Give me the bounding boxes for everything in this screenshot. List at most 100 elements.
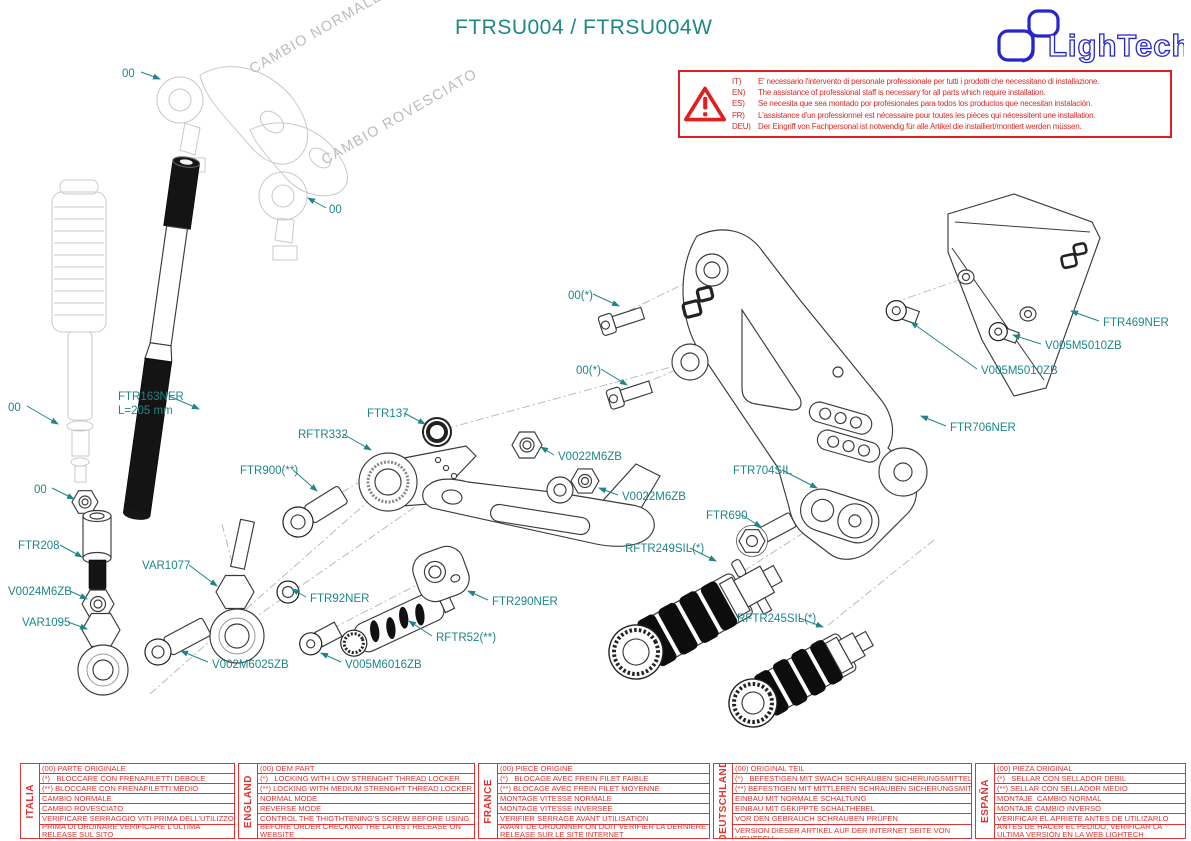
part-label: FTR137 bbox=[367, 408, 409, 420]
part-oem-bolt-2 bbox=[605, 380, 654, 410]
part-label: FTR704SIL bbox=[733, 465, 792, 477]
legend-row: (00) OEM PART bbox=[258, 764, 474, 775]
label-leader-line bbox=[320, 652, 342, 663]
label-leader-line bbox=[600, 368, 628, 386]
legend-row: VERIFIER SERRAGE AVANT UTILISATION bbox=[498, 814, 709, 825]
warning-triangle-icon bbox=[684, 86, 726, 122]
part-ftr706ner-bracket bbox=[671, 229, 928, 560]
label-leader-line bbox=[342, 433, 372, 451]
legend-table-france: FRANCE(00) PIECE ORIGINE(*) BLOCAGE AVEC… bbox=[478, 763, 710, 839]
part-label: FTR690 bbox=[706, 510, 748, 522]
lightech-logo: LighTech bbox=[997, 9, 1184, 64]
label-leader-line bbox=[598, 487, 619, 496]
label-leader-line bbox=[291, 588, 307, 598]
label-leader-line bbox=[408, 620, 433, 637]
country-label: FRANCE bbox=[479, 764, 498, 838]
part-v0024m6zb-nut bbox=[81, 589, 115, 619]
legend-row: (00) ORIGINAL TEIL bbox=[733, 764, 971, 775]
part-ftr469ner-heel-guard bbox=[947, 193, 1101, 397]
part-ftr137-washer bbox=[422, 417, 452, 447]
label-leader-line bbox=[689, 547, 717, 562]
label-leader-line bbox=[467, 590, 489, 601]
legend-row: VERIFICAR EL APRIETE ANTES DE UTILIZARLO bbox=[995, 814, 1185, 825]
installation-warning-box: IT)E' necessario l'intervento di persona… bbox=[678, 70, 1172, 138]
part-label: RFTR332 bbox=[298, 429, 348, 441]
label-leader-line bbox=[403, 412, 426, 425]
warning-line: EN)The assistance of professional staff … bbox=[732, 88, 1046, 98]
label-leader-line bbox=[67, 621, 88, 630]
part-ftr163ner-rod bbox=[122, 156, 201, 520]
warning-line: ES)Se necesita que sea montado por profe… bbox=[732, 99, 1093, 109]
legend-row: (*) BLOCCARE CON FRENAFILETTI DEBOLE bbox=[40, 774, 234, 785]
legend-table-england: ENGLAND(00) OEM PART(*) LOCKING WITH LOW… bbox=[238, 763, 475, 839]
legend-row: CAMBIO ROVESCIATO bbox=[40, 804, 234, 815]
lightech-logo-text: LighTech bbox=[1048, 28, 1184, 63]
ghost-oem-lever-reverse bbox=[249, 122, 348, 261]
part-oem-nut bbox=[71, 490, 99, 514]
country-label: ENGLAND bbox=[239, 764, 258, 838]
legend-row: EINBAU MIT NORMALE SCHALTUNG bbox=[733, 794, 971, 805]
part-label: L=205 mm bbox=[118, 405, 173, 417]
part-label: VAR1077 bbox=[142, 560, 190, 572]
part-var1095-rod-end bbox=[77, 612, 129, 696]
warning-line: FR)L'assistance d'un professionnel est n… bbox=[732, 110, 1096, 120]
lightech-logo-icon bbox=[997, 9, 1060, 63]
label-leader-line bbox=[168, 395, 200, 410]
label-leader-line bbox=[920, 415, 947, 427]
legend-row: (00) PARTE ORIGINALE bbox=[40, 764, 234, 775]
legend-row: MONTAGE VITESSE INVERSEE bbox=[498, 804, 709, 815]
part-oem-bolt-1 bbox=[597, 306, 646, 336]
part-label: FTR900(**) bbox=[240, 465, 298, 477]
part-v0022m6zb-nut-2 bbox=[570, 468, 600, 494]
part-label: V0024M6ZB bbox=[8, 586, 72, 598]
country-label: DEUTSCHLAND bbox=[714, 764, 733, 838]
part-v0022m6zb-nut-1 bbox=[511, 431, 543, 459]
part-ftr92ner-washer bbox=[276, 580, 300, 604]
part-rftr52-toe-peg bbox=[340, 587, 456, 657]
part-label: FTR208 bbox=[18, 540, 60, 552]
label-leader-line bbox=[307, 197, 327, 209]
legend-note: BEFORE ORDER CHECKING THE LATEST RELEASE… bbox=[260, 824, 461, 838]
legend-row: MONTAGE VITESSE NORMALE bbox=[498, 794, 709, 805]
part-v005m5010zb-bolt-1 bbox=[885, 300, 921, 325]
part-label: FTR92NER bbox=[310, 593, 369, 605]
part-ftr290ner-cover bbox=[412, 545, 470, 603]
part-rftr332-arm bbox=[358, 445, 477, 512]
legend-note: PRIMA DI ORDINARE VERIFICARE L'ULTIMA RE… bbox=[42, 824, 200, 838]
part-label: 00 bbox=[34, 484, 47, 496]
legend-row: REVERSE MODE bbox=[258, 804, 474, 815]
part-label: FTR469NER bbox=[1103, 317, 1169, 329]
warning-lines: IT)E' necessario l'intervento di persona… bbox=[732, 76, 1166, 132]
legend-row: (**) LOCKING WITH MEDIUM STRENGHT THREAD… bbox=[258, 784, 474, 795]
legend-note: AVANT DE ORDONNER ON DOIT VÉRIFIER LA DE… bbox=[500, 824, 707, 838]
part-label: 00 bbox=[122, 68, 135, 80]
part-rftr249sil-footpeg bbox=[608, 559, 783, 680]
part-ftr704sil-clevis bbox=[800, 488, 880, 544]
part-label: V0022M6ZB bbox=[622, 491, 686, 503]
warning-line: IT)E' necessario l'intervento di persona… bbox=[732, 76, 1100, 86]
part-label: V005M5010ZB bbox=[1045, 340, 1122, 352]
ghost-mode-label: CAMBIO ROVESCIATO bbox=[319, 66, 480, 168]
lang-tables: ITALIA(00) PARTE ORIGINALE(*) BLOCCARE C… bbox=[20, 763, 1186, 839]
label-leader-line bbox=[69, 590, 88, 600]
part-label: V005M6016ZB bbox=[345, 659, 422, 671]
part-var1077-rod-end bbox=[209, 518, 265, 664]
label-leader-line bbox=[26, 405, 59, 425]
legend-rows: (00) PIEZA ORIGINAL(*) SELLAR CON SELLAD… bbox=[995, 764, 1185, 838]
legend-table-deutschland: DEUTSCHLAND(00) ORIGINAL TEIL(*) BEFESTI… bbox=[713, 763, 972, 839]
label-leader-line bbox=[592, 293, 620, 307]
legend-row: (00) PIEZA ORIGINAL bbox=[995, 764, 1185, 775]
legend-rows: (00) OEM PART(*) LOCKING WITH LOW STRENG… bbox=[258, 764, 474, 838]
legend-rows: (00) ORIGINAL TEIL(*) BEFESTIGEN MIT SWA… bbox=[733, 764, 971, 838]
label-leader-line bbox=[292, 469, 318, 492]
legend-row: VERIFICARE SERRAGGIO VITI PRIMA DELL'UTI… bbox=[40, 814, 234, 825]
part-label: 00(*) bbox=[576, 365, 601, 377]
part-label: RFTR249SIL(*) bbox=[625, 543, 704, 555]
label-leader-line bbox=[781, 469, 818, 489]
legend-row: VOR DEN GEBRAUCH SCHRAUBEN PRÜFEN bbox=[733, 814, 971, 825]
legend-rows: (00) PIECE ORIGINE(*) BLOCAGE AVEC FREIN… bbox=[498, 764, 709, 838]
